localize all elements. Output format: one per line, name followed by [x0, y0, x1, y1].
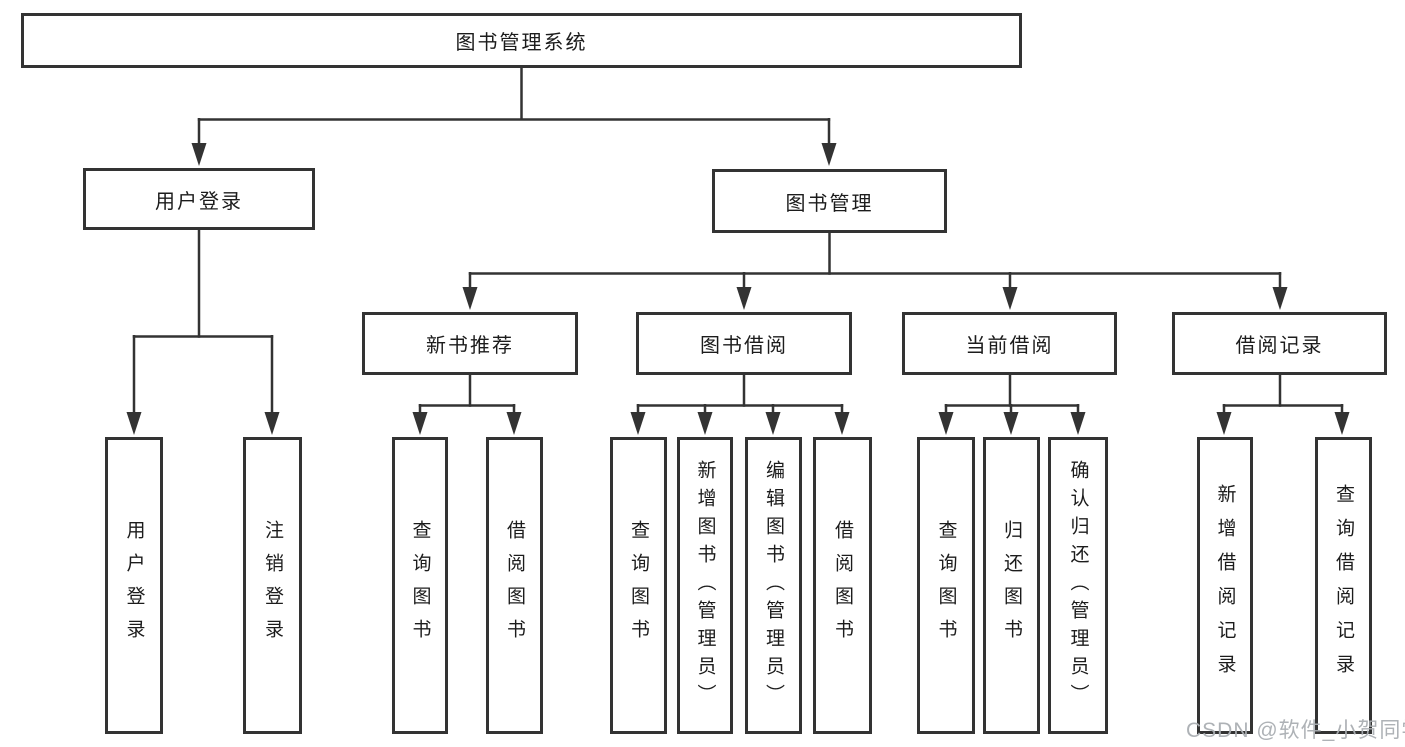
arrowhead-icons	[126, 143, 1350, 435]
node-borrow-add-books-admin: 新增图书（管理员）	[677, 437, 733, 734]
leaf-label: 确认归还（管理员）	[1067, 459, 1089, 712]
node-current-query-books: 查询图书	[917, 437, 975, 734]
node-user-login-leaf: 用户登录	[105, 437, 163, 734]
node-records-query-record: 查询借阅记录	[1315, 437, 1372, 734]
leaf-label: 查询借阅记录	[1333, 483, 1354, 688]
node-library-system: 图书管理系统	[21, 13, 1022, 68]
node-borrow-borrow-books: 借阅图书	[813, 437, 872, 734]
node-current-return-books: 归还图书	[983, 437, 1040, 734]
leaf-label: 新增借阅记录	[1214, 483, 1236, 688]
node-new-book-recommend: 新书推荐	[362, 312, 578, 375]
leaf-label: 注销登录	[262, 519, 283, 652]
node-newbook-borrow-books: 借阅图书	[486, 437, 543, 734]
node-current-confirm-return-admin: 确认归还（管理员）	[1048, 437, 1108, 734]
leaf-label: 查询图书	[628, 519, 649, 652]
leaf-label: 归还图书	[1001, 519, 1022, 652]
leaf-label: 查询图书	[409, 519, 431, 652]
node-borrowing-records: 借阅记录	[1172, 312, 1387, 375]
node-newbook-query-books: 查询图书	[392, 437, 448, 734]
leaf-label: 查询图书	[935, 519, 957, 652]
leaf-label: 编辑图书（管理员）	[763, 459, 784, 712]
node-records-add-record: 新增借阅记录	[1197, 437, 1253, 734]
node-borrow-query-books: 查询图书	[610, 437, 667, 734]
leaf-label: 借阅图书	[832, 519, 853, 652]
leaf-label: 用户登录	[123, 519, 145, 652]
node-book-borrowing: 图书借阅	[636, 312, 852, 375]
node-current-borrowing: 当前借阅	[902, 312, 1117, 375]
node-logout: 注销登录	[243, 437, 302, 734]
csdn-watermark: CSDN @软件_小贺同学	[1186, 719, 1405, 742]
leaf-label: 新增图书（管理员）	[694, 459, 716, 712]
node-borrow-edit-books-admin: 编辑图书（管理员）	[745, 437, 802, 734]
leaf-label: 借阅图书	[504, 519, 525, 652]
node-book-management: 图书管理	[712, 169, 947, 233]
node-user-login: 用户登录	[83, 168, 315, 230]
